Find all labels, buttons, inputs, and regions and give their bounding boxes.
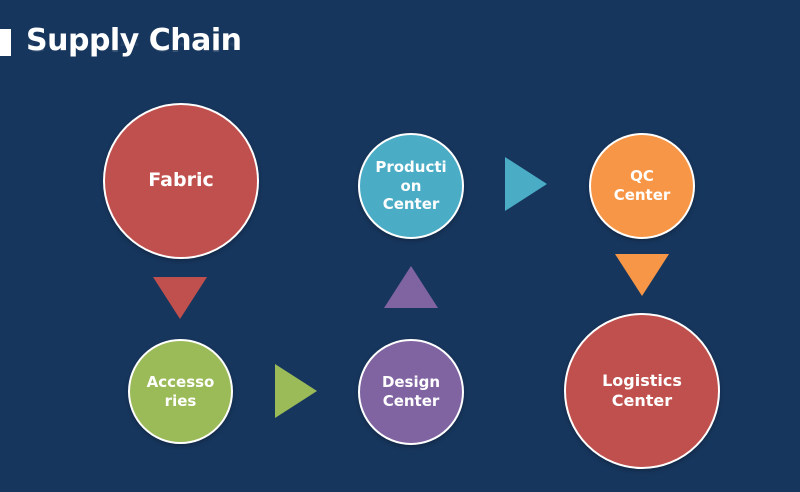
- node-fabric: Fabric: [103, 103, 259, 259]
- node-design-center-label: Design Center: [381, 373, 441, 410]
- page-title: Supply Chain: [26, 23, 242, 58]
- node-design-center: Design Center: [358, 339, 464, 445]
- node-production-center-label: Producti on Center: [375, 157, 447, 214]
- node-qc-center: QC Center: [589, 133, 695, 239]
- title-accent-bar: [0, 29, 11, 56]
- node-production-center: Producti on Center: [358, 133, 464, 239]
- node-fabric-label: Fabric: [148, 169, 214, 192]
- node-accessories-label: Accesso ries: [146, 372, 215, 410]
- node-logistics-center-label: Logistics Center: [602, 371, 682, 410]
- arrow-fabric-to-accessories: [153, 277, 207, 319]
- arrow-design-to-production: [384, 266, 438, 308]
- page-title-reflection: Supply Chain: [26, 21, 242, 56]
- arrow-qc-to-logistics: [615, 254, 669, 296]
- arrow-production-to-qc: [505, 157, 547, 211]
- node-logistics-center: Logistics Center: [564, 313, 720, 469]
- node-accessories: Accesso ries: [128, 339, 233, 444]
- node-qc-center-label: QC Center: [613, 167, 671, 204]
- arrow-accessories-to-design: [275, 364, 317, 418]
